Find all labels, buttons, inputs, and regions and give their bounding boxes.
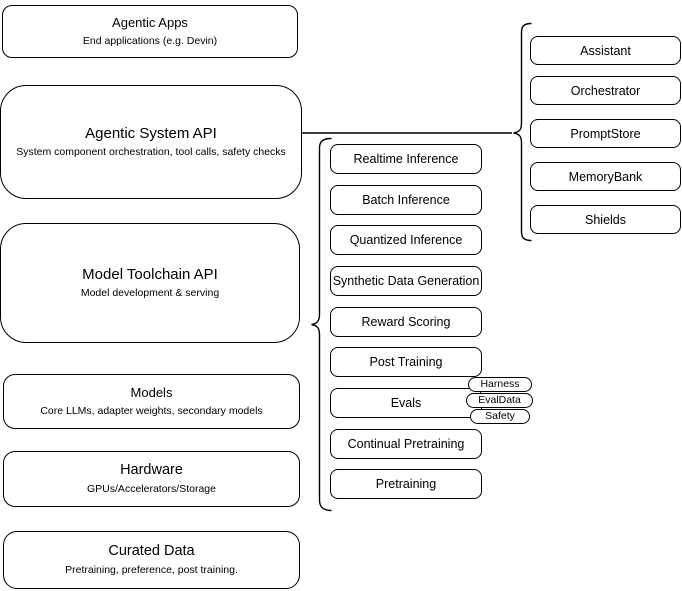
node-hardware-title: Hardware — [120, 462, 183, 479]
node-post-training: Post Training — [330, 347, 482, 377]
node-models: Models Core LLMs, adapter weights, secon… — [3, 374, 300, 429]
node-reward-scoring: Reward Scoring — [330, 307, 482, 337]
node-agentic-system-api-subtitle: System component orchestration, tool cal… — [16, 146, 286, 159]
node-memorybank: MemoryBank — [530, 162, 681, 191]
pill-evaldata: EvalData — [466, 393, 533, 408]
node-models-subtitle: Core LLMs, adapter weights, secondary mo… — [40, 404, 263, 417]
node-pretraining: Pretraining — [330, 469, 482, 499]
node-continual-pretraining: Continual Pretraining — [330, 429, 482, 459]
toolchain-services-bracket — [311, 137, 332, 512]
node-realtime-inference: Realtime Inference — [330, 144, 482, 174]
node-agentic-apps-subtitle: End applications (e.g. Devin) — [82, 34, 218, 47]
node-model-toolchain-api: Model Toolchain API Model development & … — [0, 223, 300, 343]
node-synthetic-data-generation: Synthetic Data Generation — [330, 266, 482, 296]
node-model-toolchain-api-title: Model Toolchain API — [82, 266, 218, 284]
pill-harness: Harness — [468, 377, 532, 392]
node-assistant: Assistant — [530, 36, 681, 65]
node-promptstore: PromptStore — [530, 119, 681, 148]
node-curated-data-subtitle: Pretraining, preference, post training. — [65, 564, 238, 577]
node-orchestrator: Orchestrator — [530, 76, 681, 105]
node-models-title: Models — [130, 384, 173, 400]
system-components-bracket — [513, 22, 532, 242]
node-evals: Evals — [330, 388, 482, 418]
node-curated-data: Curated Data Pretraining, preference, po… — [3, 531, 300, 589]
node-model-toolchain-api-subtitle: Model development & serving — [80, 287, 220, 300]
node-hardware: Hardware GPUs/Accelerators/Storage — [3, 451, 300, 507]
node-quantized-inference: Quantized Inference — [330, 225, 482, 255]
node-agentic-apps: Agentic Apps End applications (e.g. Devi… — [2, 5, 298, 58]
pill-safety: Safety — [470, 409, 530, 424]
node-agentic-system-api-title: Agentic System API — [85, 125, 217, 143]
node-hardware-subtitle: GPUs/Accelerators/Storage — [87, 483, 216, 496]
node-curated-data-title: Curated Data — [108, 543, 195, 560]
node-shields: Shields — [530, 205, 681, 234]
node-batch-inference: Batch Inference — [330, 185, 482, 215]
node-agentic-system-api: Agentic System API System component orch… — [0, 85, 302, 199]
node-agentic-apps-title: Agentic Apps — [112, 14, 188, 30]
